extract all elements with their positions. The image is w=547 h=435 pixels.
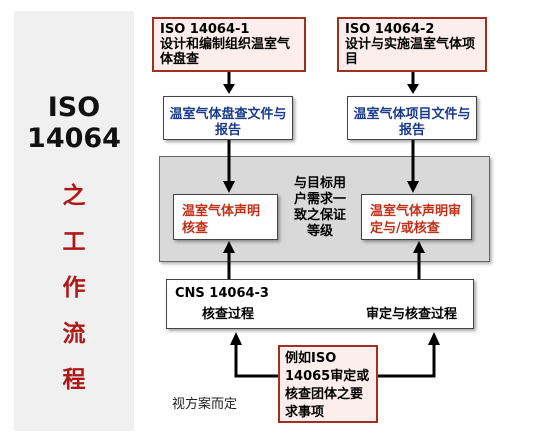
- arrowhead: [428, 332, 440, 345]
- project-report-box: 温室气体项目文件与报告: [347, 96, 477, 140]
- sidebar-char: 作: [62, 275, 86, 301]
- arrow-line: [234, 344, 278, 378]
- iso-14064-2-code: ISO 14064-2: [345, 22, 435, 37]
- footnote-text: 视方案而定: [172, 397, 238, 412]
- arrowhead: [407, 181, 419, 193]
- inventory-report-box: 温室气体盘查文件与报告: [163, 96, 293, 140]
- iso-14064-1-code: ISO 14064-1: [160, 22, 250, 37]
- arrowhead: [407, 84, 419, 94]
- sidebar-char: 程: [62, 367, 86, 393]
- iso-14064-2-box: ISO 14064-2 设计与实施温室气体项目: [337, 17, 487, 72]
- iso-14064-1-desc: 设计和编制组织温室气体盘查: [160, 37, 291, 67]
- arrowhead: [223, 84, 235, 94]
- project-verification-text: 温室气体声明审定与/或核查: [370, 204, 462, 236]
- cns-14064-3-box: CNS 14064-3 核查过程 审定与核查过程: [166, 279, 474, 329]
- sidebar-char: 流: [62, 321, 86, 347]
- arrowhead: [230, 332, 242, 345]
- sidebar-panel: [14, 11, 134, 431]
- inventory-verification-text: 温室气体声明核查: [182, 204, 261, 236]
- iso-14064-2-desc: 设计与实施温室气体项目: [345, 37, 476, 67]
- inventory-report-text: 温室气体盘查文件与报告: [169, 107, 287, 138]
- inventory-verification-box: 温室气体声明核查: [173, 194, 278, 240]
- project-report-text: 温室气体项目文件与报告: [353, 107, 471, 138]
- iso-14065-requirements-text: 例如ISO 14065审定或核查团体之要求事项: [285, 351, 370, 420]
- arrowhead: [413, 241, 425, 253]
- sidebar-title-line2: 14064: [27, 123, 121, 154]
- iso-14065-requirements-box: 例如ISO 14065审定或核查团体之要求事项: [278, 345, 378, 423]
- iso-14064-1-box: ISO 14064-1 设计和编制组织温室气体盘查: [152, 17, 306, 72]
- arrow-line: [378, 344, 436, 378]
- cns-verification-process: 核查过程: [202, 307, 255, 322]
- sidebar-title: ISO 14064: [14, 92, 134, 154]
- cns-validation-verification-process: 审定与核查过程: [366, 307, 458, 322]
- cns-title: CNS 14064-3: [175, 286, 269, 301]
- sidebar-char: 之: [62, 183, 86, 209]
- assurance-level-text: 与目标用户需求一致之保证等级: [293, 176, 346, 239]
- project-verification-box: 温室气体声明审定与/或核查: [361, 194, 472, 240]
- arrowhead: [223, 181, 235, 193]
- sidebar-char: 工: [62, 229, 86, 255]
- sidebar-title-line1: ISO: [47, 92, 101, 123]
- arrowhead: [223, 241, 235, 253]
